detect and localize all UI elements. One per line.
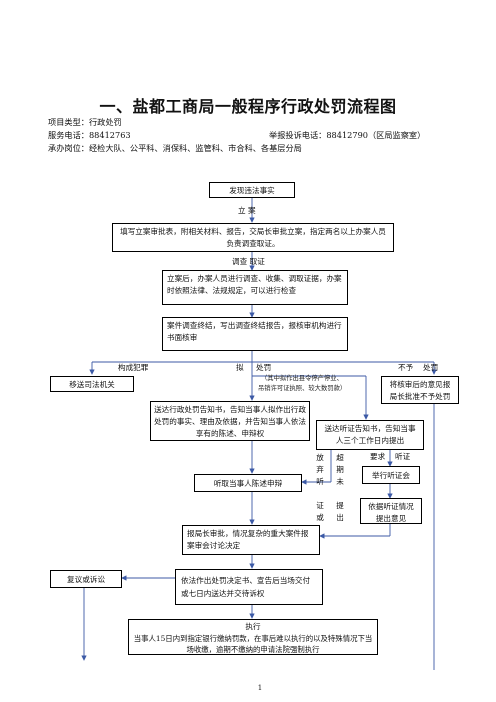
- report-box: 案件调查终结，写出调查终结报告，报核审机构进行书面核审: [162, 317, 348, 351]
- transfer-box: 移送司法机关: [50, 376, 134, 392]
- report-phone: 举报投诉电话：88412790（区局监察室）: [269, 130, 426, 140]
- investigate-box: 立案后，办案人员进行调查、收集、调取证据，办案时依照法律、法规规定，可以进行检查: [162, 270, 348, 305]
- hearing-note-1: （其中拟作出县令停产停业、: [261, 375, 343, 382]
- duty-posts: 承办岗位：经检大队、公平科、消保科、监管科、市合科、各基层分局: [48, 143, 302, 153]
- label-bu: 不予: [398, 363, 414, 372]
- hearing-opinion-box: 依据听证情况提出意见: [360, 498, 422, 524]
- label-no-penalty: 处罚: [423, 363, 439, 372]
- approve-box: 报局长审批，情况复杂的重大案件报案审会讨论决定: [182, 525, 320, 555]
- hearing-notice-box: 送达听证告知书，告知当事人三个工作日内提出: [316, 420, 424, 450]
- lian-box: 填写立案审批表，附相关材料、报告，交局长审批立案，指定两名以上办案人员负责调查取…: [112, 223, 394, 252]
- label-crime: 构成犯罪: [118, 363, 149, 372]
- overdue-text: 超期未提出: [336, 453, 344, 522]
- decision-box: 依法作出处罚决定书、宣告后当场交付或七日内送达并交待诉权: [175, 569, 323, 605]
- execute-box: 执行 当事人15日内到指定银行缴纳罚款，在事后难以执行的以及特殊情况下当场收缴，…: [128, 619, 378, 655]
- label-lian: 立 案: [238, 206, 256, 215]
- service-phone: 服务电话：88412763: [48, 130, 131, 140]
- discover-box: 发现违法事实: [209, 182, 295, 198]
- label-ni: 拟: [236, 363, 244, 372]
- label-request: 要求: [370, 452, 386, 461]
- label-penalty: 处罚: [256, 363, 272, 372]
- notify-box: 送达行政处罚告知书，告知当事人拟作出行政处罚的事实、理由及依据，并告知当事人依法…: [150, 401, 310, 441]
- statement-box: 听取当事人陈述申辩: [194, 474, 302, 492]
- project-type: 项目类型：行政处罚: [48, 117, 122, 127]
- hold-hearing-box: 举行听证会: [362, 466, 420, 484]
- page-number: 1: [257, 684, 263, 692]
- review-box: 复议或诉讼: [50, 570, 122, 588]
- giveup-hearing-text: 放弃听证或: [316, 453, 324, 522]
- label-hearing: 听证: [395, 452, 411, 461]
- execute-text: 当事人15日内到指定银行缴纳罚款，在事后难以执行的以及特殊情况下当场收缴，逾期不…: [133, 633, 373, 655]
- label-diaocha: 调查 取证: [232, 257, 265, 266]
- page-title: 一、盐都工商局一般程序行政处罚流程图: [99, 97, 397, 116]
- execute-title: 执行: [245, 622, 261, 631]
- no-penalty-box: 将核审后的意见报局长批准不予处罚: [381, 376, 459, 404]
- hearing-note-2: 吊销许可证执照、较大数罚款）: [258, 385, 347, 392]
